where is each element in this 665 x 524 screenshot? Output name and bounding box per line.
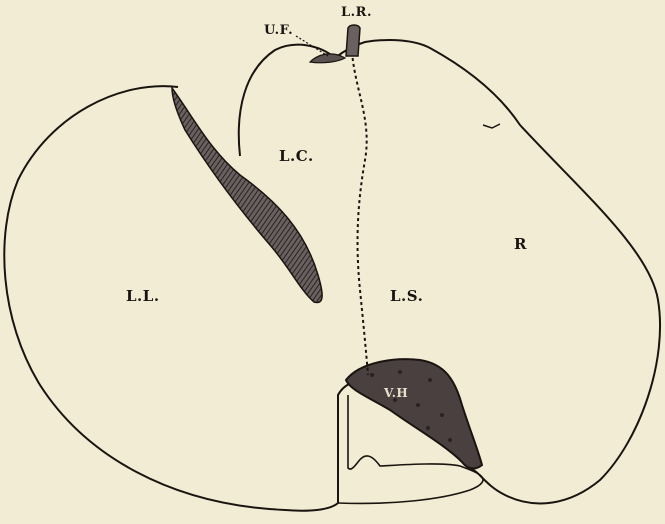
right-notch [483, 124, 500, 128]
left-fissure [172, 88, 322, 303]
label-left-lobe: L.L. [126, 287, 160, 305]
label-vena-hepatica: V.H [384, 386, 408, 400]
vena-hepatica-region [346, 359, 482, 468]
label-ligamentum-rotundum: L.R. [341, 5, 372, 20]
label-lobus-spigelii: L.S. [390, 287, 423, 305]
label-lobus-caudatus: L.C. [279, 147, 314, 165]
label-umbilical-fissure: U.F. [264, 23, 293, 38]
label-right-lobe: R [514, 235, 527, 253]
round-ligament [346, 25, 360, 56]
dotted-fissure-line [352, 52, 368, 375]
